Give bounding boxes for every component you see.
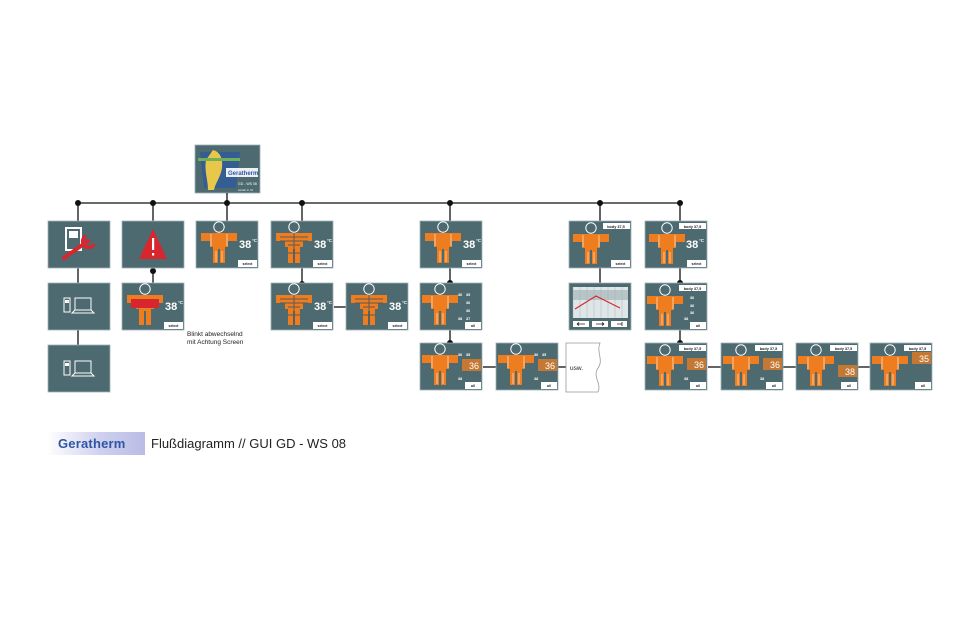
etc-placeholder: usw. (565, 342, 601, 393)
svg-text:—: — (67, 299, 70, 303)
svg-text:36: 36 (466, 301, 470, 305)
svg-text:36: 36 (458, 353, 462, 357)
svg-text:37: 37 (466, 317, 470, 321)
footer-logo: Geratherm (58, 436, 126, 451)
svg-text:°C: °C (327, 238, 333, 243)
svg-text:38: 38 (686, 239, 698, 251)
measure-grid-screen: 38 °C select (270, 220, 334, 269)
svg-text:body 37,5: body 37,5 (684, 225, 702, 229)
svg-text:35: 35 (542, 353, 546, 357)
all-button[interactable]: all (471, 324, 475, 328)
svg-text:38: 38 (458, 377, 462, 381)
svg-text:°C: °C (252, 238, 258, 243)
svg-text:38: 38 (458, 317, 462, 321)
svg-text:36: 36 (466, 309, 470, 313)
connectors (75, 193, 870, 368)
splash-model: GD - WS 08 (238, 182, 257, 186)
svg-text:body 37,5: body 37,5 (684, 347, 702, 351)
blink-note-2: mit Achtung Screen (187, 339, 244, 346)
svg-text:body 37,5: body 37,5 (909, 347, 927, 351)
svg-text:38: 38 (389, 301, 401, 313)
alarm-screen: 38 °C select (121, 282, 185, 331)
svg-text:35: 35 (466, 353, 470, 357)
select-button[interactable]: select (467, 262, 478, 266)
svg-text:°C: °C (327, 300, 333, 305)
svg-text:36: 36 (690, 296, 694, 300)
alarm-temp: 38 (165, 301, 177, 313)
wrench-icon (62, 227, 96, 260)
select-button[interactable]: select (616, 262, 627, 266)
svg-text:36: 36 (545, 361, 555, 371)
svg-text:36: 36 (690, 311, 694, 315)
svg-text:body 37,5: body 37,5 (760, 347, 778, 351)
svg-text:38: 38 (845, 367, 855, 377)
svg-text:35: 35 (919, 354, 929, 364)
warning-screen (121, 220, 185, 269)
footer-title: Flußdiagramm // GUI GD - WS 08 (151, 436, 347, 451)
blink-note: Blinkt abwechselnd (187, 331, 243, 338)
body-table-screen-d: body 37,5 35 all (869, 342, 933, 391)
select-button[interactable]: select (318, 324, 329, 328)
svg-text:38: 38 (239, 239, 251, 251)
svg-text:36: 36 (469, 361, 479, 371)
svg-text:36: 36 (458, 293, 462, 297)
svg-text:36: 36 (690, 304, 694, 308)
footer-logo-bar (47, 432, 145, 455)
svg-text:usw.: usw. (570, 365, 583, 372)
body-table-screen-b: body 37,5 36 38 all (720, 342, 784, 391)
all-button[interactable]: all (547, 384, 551, 388)
measure-grid-screen-3: 38 °C select (345, 282, 409, 331)
svg-text:body 37,5: body 37,5 (607, 225, 625, 229)
select-button[interactable]: select (243, 262, 254, 266)
table-screen-2: 36 35 36 38 all (419, 342, 483, 391)
svg-text:°C: °C (699, 238, 705, 243)
svg-text:body 37,5: body 37,5 (835, 347, 853, 351)
svg-text:38: 38 (684, 317, 688, 321)
measure-screen: 38 °C select (195, 220, 259, 269)
svg-text:°C: °C (178, 300, 184, 305)
svg-text:36: 36 (534, 353, 538, 357)
settings-screen (47, 220, 111, 269)
splash-version: version nr. 01 (238, 189, 254, 192)
warning-triangle-icon (139, 229, 167, 259)
table-screen: 36 35 36 36 38 37 all (419, 282, 483, 331)
svg-text:°C: °C (476, 238, 482, 243)
all-button[interactable]: all (847, 384, 851, 388)
usb-connected-screen (47, 344, 111, 393)
svg-text:38: 38 (684, 377, 688, 381)
svg-text:36: 36 (694, 360, 704, 370)
splash-screen: Geratherm GD - WS 08 version nr. 01 (194, 144, 261, 194)
body-screen-graph: body 37,5 select (568, 220, 632, 269)
all-button[interactable]: all (921, 384, 925, 388)
table-screen-3: 36 35 36 38 all (495, 342, 559, 391)
splash-brand: Geratherm (228, 171, 258, 177)
svg-text:38: 38 (314, 239, 326, 251)
all-button[interactable]: all (696, 324, 700, 328)
usb-connect-screen: — (47, 282, 111, 331)
select-button[interactable]: select (318, 262, 329, 266)
svg-text:38: 38 (463, 239, 475, 251)
all-button[interactable]: all (772, 384, 776, 388)
measure-screen-b: 38 °C select (419, 220, 483, 269)
svg-text:body 37,5: body 37,5 (684, 287, 702, 291)
measure-grid-screen-2: 38 °C select (270, 282, 334, 331)
all-button[interactable]: all (471, 384, 475, 388)
body-screen: body 37,5 38 °C select (644, 220, 708, 269)
graph-screen (568, 282, 632, 331)
svg-text:35: 35 (466, 293, 470, 297)
svg-text:38: 38 (534, 377, 538, 381)
svg-text:38: 38 (314, 301, 326, 313)
select-button[interactable]: select (692, 262, 703, 266)
body-table-screen: body 37,5 36 36 36 38 all (644, 282, 708, 331)
select-button[interactable]: select (393, 324, 404, 328)
svg-text:36: 36 (770, 360, 780, 370)
select-button[interactable]: select (169, 324, 180, 328)
all-button[interactable]: all (696, 384, 700, 388)
body-table-screen-c: body 37,5 38 all (795, 342, 859, 391)
svg-text:°C: °C (402, 300, 408, 305)
svg-text:38: 38 (760, 377, 764, 381)
body-table-screen-a: body 37,5 36 38 all (644, 342, 708, 391)
